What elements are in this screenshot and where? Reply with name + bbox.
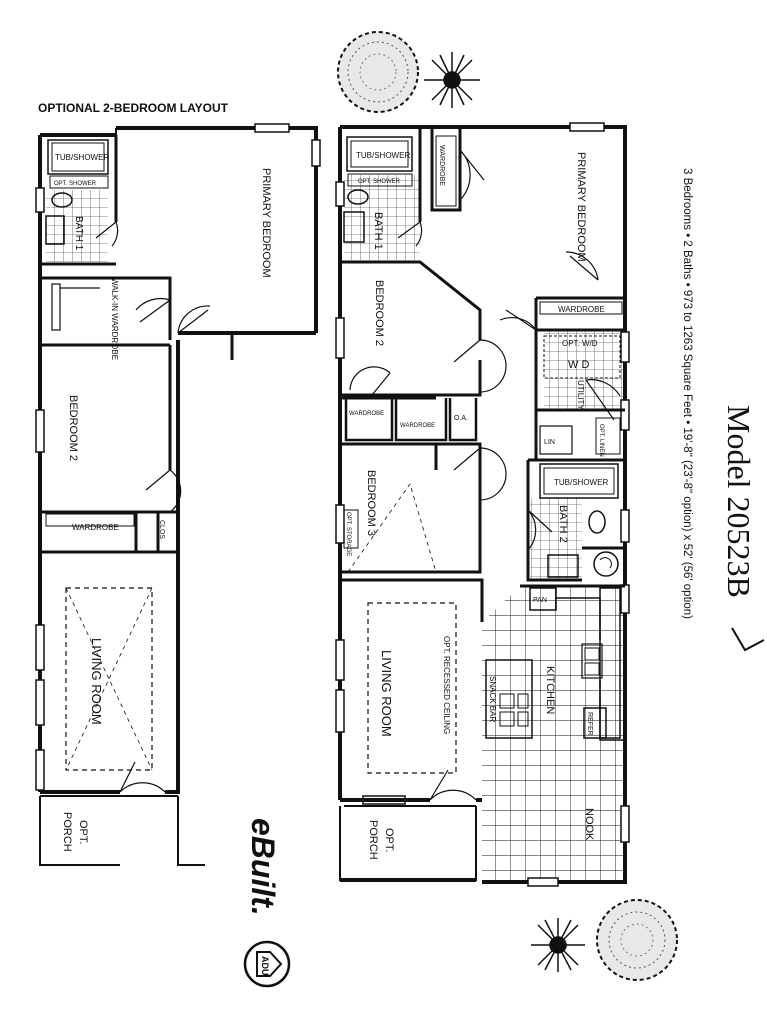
tree-icon — [596, 899, 678, 981]
right-opt-shower-label: OPT. SHOWER — [358, 179, 401, 185]
right-wardrobe-primary-label: WARDROBE — [558, 305, 605, 314]
right-wd-label: W D — [568, 359, 589, 371]
right-oa-label: O.A. — [454, 415, 468, 422]
right-porch-opt-label: OPT. — [383, 828, 395, 852]
right-primary-bedroom-label: PRIMARY BEDROOM — [575, 152, 587, 262]
right-opt-linen-label: OPT. LINEN — [598, 424, 604, 457]
left-bath-label: BATH 1 — [73, 216, 84, 251]
ebuilt-logo: eBuilt. — [245, 818, 281, 916]
right-wardrobe-b2b-label: WARDROBE — [400, 423, 435, 429]
right-refer-label: REFER — [586, 712, 593, 736]
tree-icon — [337, 31, 419, 113]
left-wardrobe-label: WARDROBE — [72, 523, 119, 532]
left-floor-plan: TUB/SHOWER OPT. SHOWER BATH 1 WALK-IN WA… — [35, 123, 321, 866]
right-bath2-label: BATH 2 — [557, 505, 569, 543]
left-clos-label: CLOS — [158, 520, 165, 539]
right-wardrobe-b2a-label: WARDROBE — [349, 411, 384, 417]
checkmark-icon — [731, 627, 765, 652]
right-lin-label: LIN — [544, 439, 555, 446]
right-utility-label: UTILITY — [576, 380, 585, 410]
shrub-icon — [424, 52, 480, 108]
right-wardrobe-top-label: WARDROBE — [438, 145, 445, 186]
right-porch-label: PORCH — [367, 820, 379, 860]
shrub-icon — [531, 918, 585, 972]
left-opt-shower-label: OPT. SHOWER — [54, 181, 97, 187]
right-opt-recessed-label: OPT. RECESSED CEILING — [442, 636, 451, 734]
left-bedroom2-label: BEDROOM 2 — [67, 395, 79, 461]
right-tub-shower-label: TUB/SHOWER — [356, 151, 410, 160]
right-snack-bar-label: SNACK BAR — [488, 676, 497, 722]
left-porch-label: PORCH — [61, 812, 73, 852]
right-bedroom3-label: BEDROOM 3 — [365, 470, 377, 536]
left-living-room-label: LIVING ROOM — [89, 638, 104, 725]
adu-badge: ADU — [243, 940, 291, 988]
left-walk-in-wardrobe-label: WALK-IN WARDROBE — [110, 278, 119, 360]
right-living-room-label: LIVING ROOM — [379, 650, 394, 737]
adu-badge-text: ADU — [260, 956, 270, 976]
right-tub-shower2-label: TUB/SHOWER — [554, 478, 608, 487]
right-floor-plan: TUB/SHOWER OPT. SHOWER BATH 1 WARDROBE P… — [335, 122, 630, 887]
right-nook-label: NOOK — [583, 808, 595, 841]
optional-layout-title: OPTIONAL 2-BEDROOM LAYOUT — [38, 101, 229, 115]
right-bedroom2-label: BEDROOM 2 — [373, 280, 385, 346]
left-primary-bedroom-label: PRIMARY BEDROOM — [260, 168, 272, 278]
model-title: Model 20523B — [721, 405, 757, 598]
right-bath1-label: BATH 1 — [372, 212, 384, 250]
right-kitchen-label: KITCHEN — [544, 666, 556, 714]
right-opt-storage-label: OPT. STORAGE — [345, 512, 351, 556]
model-specs: 3 Bedrooms • 2 Baths • 973 to 1263 Squar… — [681, 168, 693, 619]
right-pan-label: PAN — [533, 597, 547, 604]
left-tub-shower-label: TUB/SHOWER — [55, 153, 109, 162]
right-opt-wd-label: OPT. W/D — [562, 339, 598, 348]
left-porch-opt-label: OPT. — [77, 820, 89, 844]
